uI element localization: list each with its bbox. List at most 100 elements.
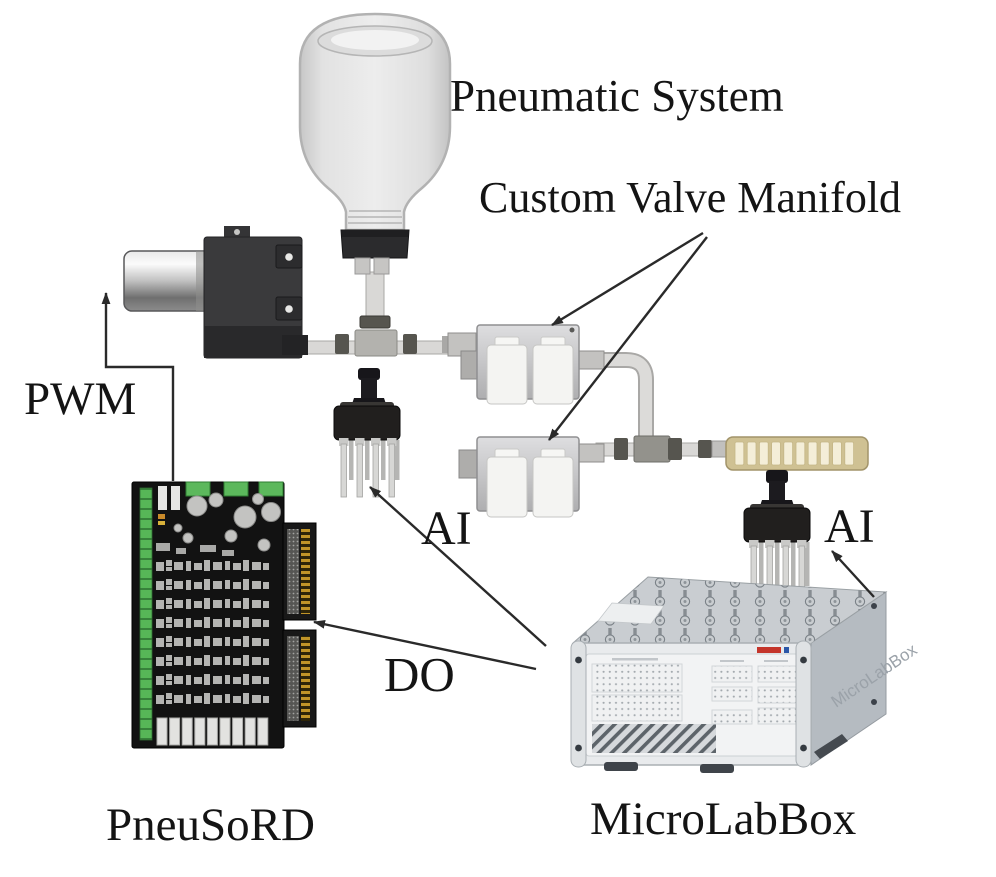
bottle-neck-threads xyxy=(348,210,402,224)
sensor-front-pins xyxy=(339,438,397,498)
pcb-white-connector-2 xyxy=(171,486,180,510)
pcb-green-headers xyxy=(185,481,284,497)
pump-mount-hole-2 xyxy=(285,305,293,313)
tee2-right-nut xyxy=(668,438,682,460)
pump-mount-hole-1 xyxy=(285,253,293,261)
cap-fitting-left xyxy=(354,257,371,275)
manifold-upper-side-port xyxy=(460,350,479,380)
tee1-right-nut xyxy=(403,334,417,354)
pump-motor-ring xyxy=(196,251,206,311)
actuator-inlet-nut xyxy=(698,440,712,458)
pcb-white-connector-1 xyxy=(158,486,167,510)
pcb-edge-connector-1-pins xyxy=(301,529,310,614)
pressure-sensor-left xyxy=(333,368,401,498)
pneumatic-system-label: Pneumatic System xyxy=(450,71,784,121)
pcb-substrate xyxy=(131,481,285,749)
bottle-cap-band xyxy=(342,230,408,237)
reservoir-bottle xyxy=(298,12,452,275)
sensor-port-stem xyxy=(769,481,785,505)
sensor-body xyxy=(743,507,811,543)
mlb-side-screw-2 xyxy=(871,699,877,705)
pcb-capacitors xyxy=(173,492,281,552)
manifold-upper-outlet-fitting xyxy=(577,350,605,370)
mlb-io-grid-1 xyxy=(591,663,683,693)
do-arrow xyxy=(313,619,537,671)
pneusord-board xyxy=(131,481,317,749)
cap-fitting-right xyxy=(373,257,390,275)
bellows-actuator xyxy=(725,436,869,471)
actuator-inlet-sleeve xyxy=(711,440,728,458)
elbow-tube xyxy=(600,354,652,438)
mlb-logo-red xyxy=(757,647,781,653)
sensor-port-tip xyxy=(358,368,380,380)
pump-outlet xyxy=(282,335,308,355)
valve-cartridge xyxy=(486,456,528,518)
valve-cartridge xyxy=(486,344,528,405)
manifold-pointer-arrow-upper xyxy=(551,231,704,327)
pwm-arrow xyxy=(101,292,175,481)
mlb-io-grid-2 xyxy=(591,694,683,722)
tee-fitting-1 xyxy=(335,315,417,357)
tee2-left-nut xyxy=(614,438,628,460)
mlb-foot-1 xyxy=(604,762,638,771)
sensor-port-stem xyxy=(361,378,377,402)
valve-manifold-upper xyxy=(442,324,605,405)
annotation-arrows xyxy=(101,231,875,671)
ai-arrow-left xyxy=(369,486,547,647)
mlb-right-rail xyxy=(795,640,812,768)
pcb-edge-connector-2-pins xyxy=(301,636,310,721)
manifold-lower-side-port xyxy=(458,449,478,479)
tee-fitting-2 xyxy=(614,435,728,463)
pcb-edge-connector-2-mesh xyxy=(287,636,299,721)
actuator-segments xyxy=(734,441,854,466)
manifold-upper-inlet-hex xyxy=(442,336,450,353)
mlb-vent-grille xyxy=(592,724,716,753)
mlb-panel-caption xyxy=(612,658,658,661)
mlb-io-blocks xyxy=(711,665,797,725)
pump-top-tab-hole xyxy=(234,229,240,235)
mlb-rail-screws xyxy=(575,656,807,752)
bottle-body xyxy=(298,12,452,232)
microlabbox-device: MicroLabBox xyxy=(570,576,921,773)
ai-signal-label-right: AI xyxy=(824,500,875,553)
sensor-back-pins xyxy=(349,440,400,480)
pressure-sensor-right xyxy=(743,470,811,605)
microlabbox-label: MicroLabBox xyxy=(590,793,857,845)
custom-valve-manifold-label: Custom Valve Manifold xyxy=(479,173,902,222)
pcb-mid-components xyxy=(156,543,234,556)
mlb-caption-3 xyxy=(764,660,788,662)
mlb-foot-2 xyxy=(700,764,734,773)
bottle-base-inner xyxy=(331,30,419,50)
manifold-screw xyxy=(569,327,575,333)
manifold-lower-outlet-fitting xyxy=(577,443,605,463)
tee1-body xyxy=(354,329,398,357)
do-signal-label: DO xyxy=(384,647,455,702)
pcb-smd-orange xyxy=(158,514,165,519)
mlb-foot-3 xyxy=(814,734,848,759)
valve-cartridge xyxy=(532,344,574,405)
mlb-caption-2 xyxy=(720,660,744,662)
ai-arrow-right xyxy=(831,550,875,598)
diaphragm-pump xyxy=(123,226,308,359)
pcb-edge-connector-1-mesh xyxy=(287,529,299,614)
tee1-top-nut xyxy=(359,315,391,329)
sensor-front-pins xyxy=(749,540,807,605)
sensor-back-pins xyxy=(759,542,810,586)
tee2-body xyxy=(633,435,671,463)
mlb-left-rail xyxy=(570,640,587,768)
pcb-smd-yellow xyxy=(158,521,165,525)
valve-cartridge xyxy=(532,456,574,518)
pwm-signal-label: PWM xyxy=(24,373,137,425)
valve-manifold-lower xyxy=(458,436,605,518)
sensor-port-tip xyxy=(766,470,788,483)
mlb-logo-blue xyxy=(784,647,789,653)
tee1-left-nut xyxy=(335,334,349,354)
mlb-side-screw-1 xyxy=(871,603,877,609)
sensor-body xyxy=(333,405,401,441)
pneusord-label: PneuSoRD xyxy=(106,799,315,851)
mlb-top-label-area xyxy=(597,602,665,625)
ai-signal-label-left: AI xyxy=(421,502,472,555)
manifold-pointer-arrow-lower xyxy=(548,236,708,441)
